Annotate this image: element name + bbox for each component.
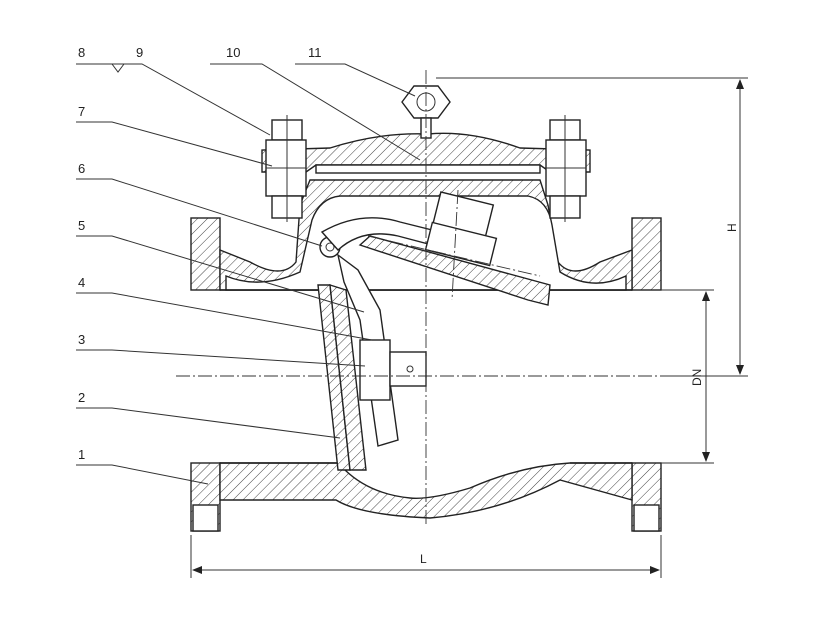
disc-assembly	[319, 191, 551, 471]
dimension-dn-label: DN	[690, 369, 704, 386]
bolting	[265, 115, 587, 222]
dimensions: L H DN	[190, 77, 748, 578]
dimension-height-label: H	[725, 223, 739, 232]
center-lines	[176, 70, 670, 525]
part-label-5: 5	[78, 218, 85, 233]
part-label-7: 7	[78, 104, 85, 119]
part-label-11: 11	[308, 45, 322, 60]
part-label-3: 3	[78, 332, 85, 347]
part-label-2: 2	[78, 390, 85, 405]
part-labels: 8 9 10 11 7 6 5 4 3 2 1	[78, 45, 322, 462]
dimension-length-label: L	[420, 552, 427, 566]
part-label-9: 9	[136, 45, 143, 60]
leader-lines	[76, 63, 421, 485]
part-label-1: 1	[78, 447, 85, 462]
part-label-4: 4	[78, 275, 85, 290]
part-label-10: 10	[226, 45, 240, 60]
part-label-6: 6	[78, 161, 85, 176]
part-label-8: 8	[78, 45, 85, 60]
